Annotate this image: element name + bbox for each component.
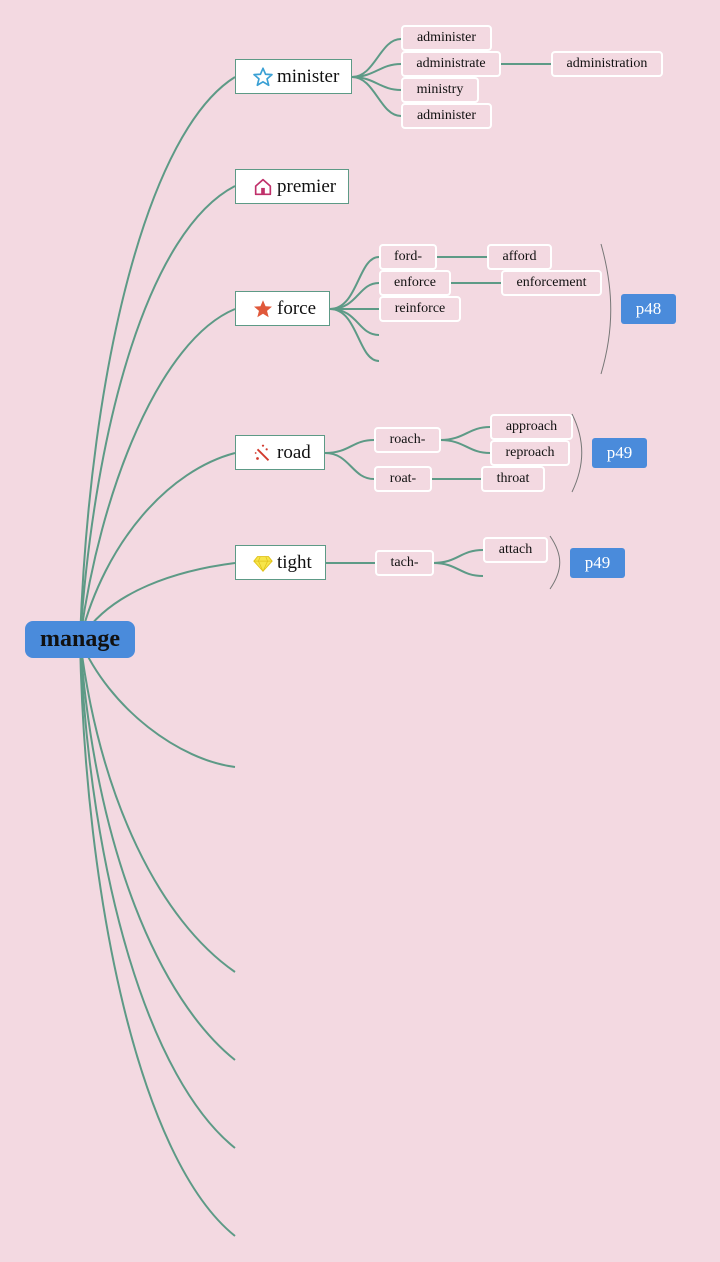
node-road[interactable]: road xyxy=(235,435,325,470)
node-enforce[interactable]: enforce xyxy=(379,270,451,296)
node-tight[interactable]: tight xyxy=(235,545,326,580)
node-label: minister xyxy=(277,66,340,87)
home-icon xyxy=(252,176,274,198)
node-force[interactable]: force xyxy=(235,291,330,326)
star-outline-icon xyxy=(252,66,274,88)
node-ministry[interactable]: ministry xyxy=(401,77,479,103)
node-ford[interactable]: ford- xyxy=(379,244,437,270)
node-administer-1[interactable]: administer xyxy=(401,25,492,51)
node-administer-2[interactable]: administer xyxy=(401,103,492,129)
node-label: premier xyxy=(277,176,337,197)
node-administrate[interactable]: administrate xyxy=(401,51,501,77)
node-label: force xyxy=(277,298,317,319)
node-tach[interactable]: tach- xyxy=(375,550,434,576)
node-minister[interactable]: minister xyxy=(235,59,352,94)
node-reproach[interactable]: reproach xyxy=(490,440,570,466)
node-premier[interactable]: premier xyxy=(235,169,349,204)
node-throat[interactable]: throat xyxy=(481,466,545,492)
magic-wand-icon xyxy=(252,442,274,464)
node-roach[interactable]: roach- xyxy=(374,427,441,453)
node-administration[interactable]: administration xyxy=(551,51,663,77)
page-ref-badge[interactable]: p48 xyxy=(621,294,676,324)
node-afford[interactable]: afford xyxy=(487,244,552,270)
node-attach[interactable]: attach xyxy=(483,537,548,563)
page-ref-badge[interactable]: p49 xyxy=(592,438,647,468)
star-filled-icon xyxy=(252,298,274,320)
node-label: tight xyxy=(277,552,312,573)
diamond-icon xyxy=(252,552,274,574)
page-ref-badge[interactable]: p49 xyxy=(570,548,625,578)
node-enforcement[interactable]: enforcement xyxy=(501,270,602,296)
node-reinforce[interactable]: reinforce xyxy=(379,296,461,322)
node-roat[interactable]: roat- xyxy=(374,466,432,492)
node-approach[interactable]: approach xyxy=(490,414,573,440)
node-label: road xyxy=(277,442,311,463)
root-node[interactable]: manage xyxy=(25,621,135,658)
